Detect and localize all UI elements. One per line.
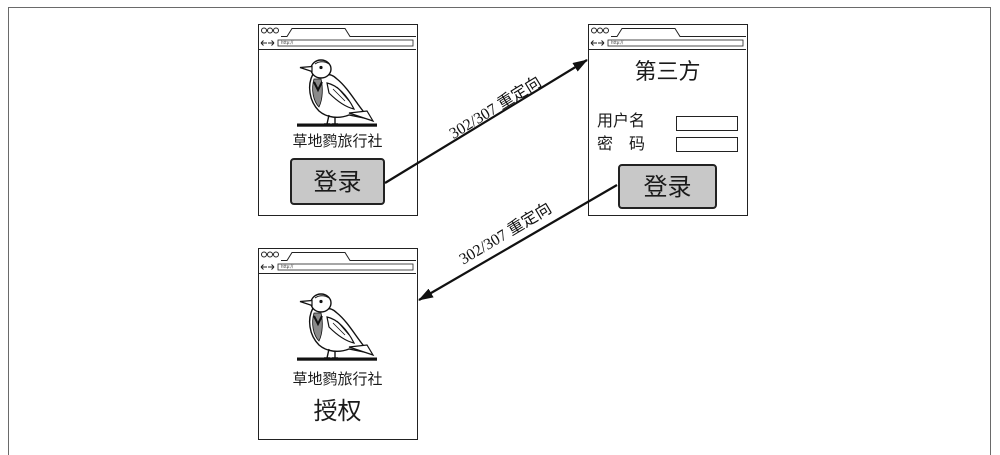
figure-frame: [8, 7, 991, 455]
address-bar[interactable]: [277, 263, 414, 271]
meadowlark-bird-icon: [297, 293, 377, 361]
site-login-button[interactable]: 登录: [290, 158, 385, 205]
site-name: 草地鹨旅行社: [292, 132, 383, 150]
site-name: 草地鹨旅行社: [292, 370, 383, 388]
password-label: 密 码: [597, 134, 646, 153]
window-controls-icon: [591, 27, 609, 34]
address-text: http://: [611, 40, 624, 45]
back-forward-arrows-icon[interactable]: [590, 40, 605, 46]
window-controls-icon: [261, 251, 279, 258]
address-bar[interactable]: [607, 39, 744, 47]
authorized-status-text: 授权: [313, 397, 362, 425]
browser-tab[interactable]: [611, 28, 746, 37]
third-party-login-button[interactable]: 登录: [618, 164, 717, 209]
third-party-browser-window: http:// 第三方 用户名 密 码 登录: [588, 24, 748, 216]
address-text: http://: [281, 40, 294, 45]
window-controls-icon: [261, 27, 279, 34]
browser-chrome: http://: [259, 249, 416, 274]
password-field[interactable]: [676, 137, 738, 152]
authorized-browser-window: http:// 草地鹨旅行社 授权: [258, 248, 418, 440]
back-forward-arrows-icon[interactable]: [260, 264, 275, 270]
site-browser-window: http:// 草地鹨旅行社 登录: [258, 24, 418, 216]
address-text: http://: [281, 264, 294, 269]
username-field[interactable]: [676, 116, 738, 131]
third-party-title: 第三方: [634, 60, 701, 85]
browser-chrome: http://: [589, 25, 746, 50]
browser-tab[interactable]: [281, 252, 416, 261]
back-forward-arrows-icon[interactable]: [260, 40, 275, 46]
username-label: 用户名: [597, 111, 646, 130]
meadowlark-bird-icon: [297, 59, 377, 127]
browser-chrome: http://: [259, 25, 416, 50]
browser-tab[interactable]: [281, 28, 416, 37]
address-bar[interactable]: [277, 39, 414, 47]
